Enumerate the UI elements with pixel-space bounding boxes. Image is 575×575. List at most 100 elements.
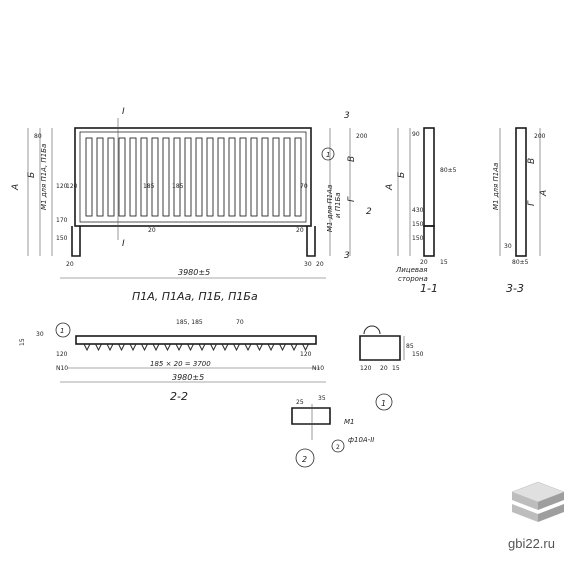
dim-total-elev: 3980±5 [178, 268, 210, 277]
sec11-post [423, 225, 435, 257]
dim-A-left: А [11, 184, 21, 191]
slat [140, 137, 148, 217]
sec11-title: 1-1 [420, 282, 438, 295]
plan-tooth [106, 343, 114, 352]
face-side-1: Лицевая [395, 266, 428, 274]
series-title: П1А, П1Аа, П1Б, П1Ба [132, 290, 258, 303]
slat [184, 137, 192, 217]
dim-200-right: 200 [356, 133, 368, 140]
slat [173, 137, 181, 217]
sec11-dim-B: Б [397, 172, 407, 178]
panel-outline [74, 127, 312, 227]
slat [85, 137, 93, 217]
cut-label-3-top: 3 [344, 111, 350, 121]
plan-tooth [83, 343, 91, 352]
dim-80-left: 80 [34, 133, 42, 140]
plan-tooth [290, 343, 298, 352]
plan-tooth [210, 343, 217, 352]
detail2-body [291, 407, 331, 425]
det2-25: 25 [296, 399, 304, 406]
section-2-2-plan: 1 185 × 20 = 3700 3980±5 185, 185 70 15 … [19, 319, 326, 403]
det1-85: 85 [406, 343, 414, 350]
dim-30-right-bottom: 30 [304, 261, 312, 268]
cut-2-marker: 2 [366, 207, 372, 217]
dim-20-mid: 20 [148, 227, 156, 234]
det1-150: 150 [412, 351, 424, 358]
dim-120-mid-left: 120 [66, 183, 78, 190]
callout-circle-1 [321, 147, 335, 161]
panel-slats [85, 137, 302, 217]
slat [129, 137, 137, 217]
det2-35: 35 [318, 395, 326, 402]
plan-tooth [244, 343, 252, 352]
sec22-title: 2-2 [170, 390, 188, 403]
slat [261, 137, 269, 217]
sec33-body [515, 127, 527, 257]
cut-label-1-top: I [122, 107, 125, 117]
plan-120-right: 120 [300, 351, 312, 358]
plan-tooth [233, 343, 240, 352]
sec33-80: 80±5 [512, 259, 529, 266]
plan-n10-right: N10 [312, 365, 324, 372]
slat [294, 137, 302, 217]
det2-M1: М1 [344, 418, 355, 426]
front-elevation: I I 3 3 А Б М1 для П1А, П1Ба 80 120 170 … [11, 107, 372, 303]
dim-70-right: 70 [300, 183, 308, 190]
sec33-200: 200 [534, 133, 546, 140]
dim-170-left: 170 [56, 217, 68, 224]
det1-callout-label: 1 [381, 399, 386, 408]
sec11-80-5: 80±5 [440, 167, 457, 174]
det2-callout-label: 2 [302, 455, 307, 464]
callout-1-elev: 1 [326, 151, 330, 159]
dim-20-left-bottom: 20 [66, 261, 74, 268]
plan-tooth [198, 343, 206, 352]
cut-label-3-bottom: 3 [344, 251, 350, 261]
plan-tooth [118, 343, 125, 352]
detail-1: 85 150 120 20 15 1 [359, 325, 424, 411]
section-3-3: М1 для П1Аа А В Г 200 30 80±5 3-3 [492, 127, 549, 295]
dim-G-right: Г [347, 196, 357, 202]
slat [206, 137, 214, 217]
logo-slab-left-1 [512, 492, 538, 510]
plan-body [75, 335, 317, 345]
sec11-15: 15 [440, 259, 448, 266]
detail1-callout [375, 393, 393, 411]
plan-70: 70 [236, 319, 244, 326]
plan-tooth [129, 343, 137, 352]
slat [96, 137, 104, 217]
plan-tooth [95, 343, 102, 352]
sec33-M1: М1 для П1Аа [492, 163, 500, 210]
detail1-body [359, 335, 401, 361]
plan-tooth [302, 343, 309, 352]
plan-teeth [83, 343, 309, 352]
det1-20: 20 [380, 365, 388, 372]
dim-120-left: 120 [56, 183, 68, 190]
slat [239, 137, 247, 217]
plan-tooth [256, 343, 263, 352]
plan-tooth [152, 343, 160, 352]
det1-15: 15 [392, 365, 400, 372]
section-1-1: А Б 80±5 150 150 20 15 430 90 Лицевая ст… [385, 127, 457, 295]
sec33-A: А [539, 190, 549, 197]
panel-inner-frame [79, 131, 307, 223]
plan-tooth [187, 343, 194, 352]
mark-M1-right-2: и П1Ба [334, 192, 342, 218]
dim-B-left: Б [27, 172, 37, 178]
plan-n10: N10 [56, 365, 68, 372]
face-side-2: сторона [398, 275, 428, 283]
logo-slab-left-2 [512, 504, 538, 522]
plan-tooth [164, 343, 171, 352]
watermark-text: gbi22.ru [508, 536, 555, 551]
slat [195, 137, 203, 217]
slat [228, 137, 236, 217]
sec11-body [423, 127, 435, 227]
plan-120: 120 [56, 351, 68, 358]
logo-slab-right-2 [538, 504, 564, 522]
slat [283, 137, 291, 217]
detail1-loop [363, 325, 381, 335]
slat [118, 137, 126, 217]
dim-V-right: В [347, 156, 357, 162]
sec11-dim-A: А [385, 184, 395, 191]
dim-20-right-bottom: 20 [316, 261, 324, 268]
sec11-20: 20 [420, 259, 428, 266]
